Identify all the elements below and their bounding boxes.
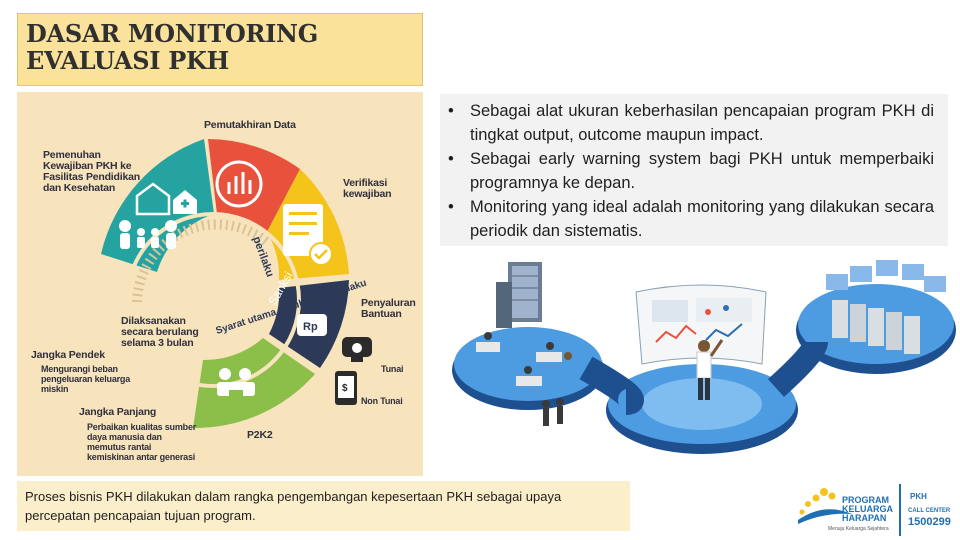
label-verifikasi: Verifikasi kewajiban xyxy=(343,178,413,200)
office-building-icon xyxy=(496,262,542,328)
bullet-item: • Sebagai early warning system bagi PKH u… xyxy=(448,147,934,195)
monitoring-network-illustration xyxy=(446,252,960,474)
logo-tagline: Menuju Keluarga Sejahtera xyxy=(828,526,889,532)
dollar-label: $ xyxy=(342,383,348,394)
call-center-label: CALL CENTER xyxy=(908,508,950,514)
rp-card-icon: Rp xyxy=(297,314,327,336)
logo-line-3: HARAPAN xyxy=(842,514,886,523)
slide-title-box: DASAR MONITORING EVALUASI PKH xyxy=(17,13,423,86)
label-p2k2: P2K2 xyxy=(247,430,272,441)
bullet-dot-icon: • xyxy=(448,99,454,123)
pkh-cycle-infographic: Rp perilaku Sanksi Syarat utama perubaha… xyxy=(17,92,423,476)
label-tunai: Tunai xyxy=(381,364,403,374)
label-pemenuhan: Pemenuhan Kewajiban PKH ke Fasilitas Pen… xyxy=(43,150,149,194)
footer-text: Proses bisnis PKH dilakukan dalam rangka… xyxy=(25,487,622,525)
label-penyaluran: Penyaluran Bantuan xyxy=(361,298,419,320)
label-pemutakhiran: Pemutakhiran Data xyxy=(204,120,324,131)
bullet-list-box: • Sebagai alat ukuran keberhasilan pencap… xyxy=(440,94,948,246)
mobile-payment-icon: $ xyxy=(335,371,357,405)
pkh-badge: PKH xyxy=(910,492,927,501)
bullet-item: • Monitoring yang ideal adalah monitoring… xyxy=(448,195,934,243)
bullet-text: Monitoring yang ideal adalah monitoring … xyxy=(470,198,934,240)
footer-text-box: Proses bisnis PKH dilakukan dalam rangka… xyxy=(17,481,630,531)
logo-divider xyxy=(899,484,901,536)
label-non-tunai: Non Tunai xyxy=(361,396,403,406)
pkh-logo-area: PROGRAM KELUARGA HARAPAN Menuju Keluarga… xyxy=(790,480,960,540)
desc-jangka-pendek: Mengurangi beban pengeluaran keluarga mi… xyxy=(41,364,145,394)
slide-title: DASAR MONITORING EVALUASI PKH xyxy=(26,20,414,74)
bullet-text: Sebagai alat ukuran keberhasilan pencapa… xyxy=(470,102,934,144)
desc-jangka-panjang: Perbaikan kualitas sumber daya manusia d… xyxy=(87,422,197,462)
network-isometric-illustration xyxy=(446,252,960,474)
bullet-text: Sebagai early warning system bagi PKH un… xyxy=(470,150,934,192)
label-dilaksanakan: Dilaksanakan secara berulang selama 3 bu… xyxy=(121,316,213,349)
call-center-number: 1500299 xyxy=(908,516,951,528)
label-jangka-pendek: Jangka Pendek xyxy=(31,350,131,361)
label-jangka-panjang: Jangka Panjang xyxy=(79,407,189,418)
cash-icon xyxy=(342,337,372,362)
bullet-list: • Sebagai alat ukuran keberhasilan pencap… xyxy=(448,99,934,243)
bullet-dot-icon: • xyxy=(448,195,454,219)
bullet-dot-icon: • xyxy=(448,147,454,171)
rp-label: Rp xyxy=(303,321,318,333)
bullet-item: • Sebagai alat ukuran keberhasilan pencap… xyxy=(448,99,934,147)
